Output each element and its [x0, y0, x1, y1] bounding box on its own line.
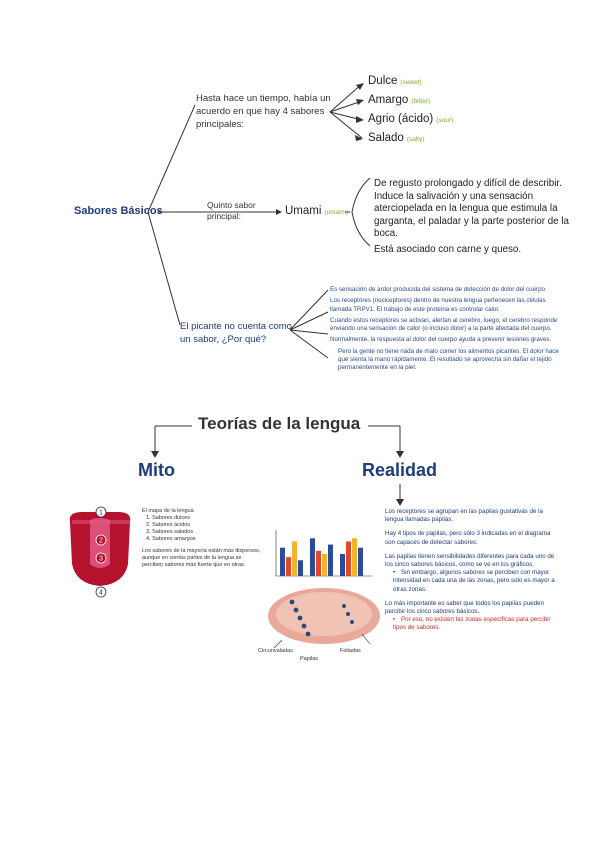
taste-agrio: Agrio (ácido)(sour) [368, 113, 453, 125]
umami-description: De regusto prolongado y difícil de descr… [374, 178, 574, 256]
map-note: Los sabores de la mayoría están más disp… [142, 548, 261, 568]
map-item: 2. Sabores ácidos [146, 522, 191, 528]
papilas-figure: Circunvaladas Foliadas Papilas [258, 520, 382, 662]
realidad-bullet-red: •Por eso, no existen las zonas específic… [393, 616, 551, 632]
tongue-map-illustration: 1 2 3 4 [69, 506, 131, 598]
chart-bar [352, 538, 357, 576]
root-node: Sabores Básicos [74, 205, 163, 217]
spicy-point: Cuando estos receptores se activan, aler… [330, 316, 558, 333]
realidad-bullet-red-text: Por eso, no existen las zonas específica… [393, 616, 551, 632]
chart-bar [286, 557, 291, 576]
intro-text: Hasta hace un tiempo, había un acuerdo e… [196, 93, 331, 130]
realidad-bullet-text: Sin embargo, algunos sabores se perciben… [393, 569, 555, 593]
zone-marker [95, 552, 107, 564]
realidad-paragraph: Las papilas tienen sensibilidades difere… [385, 552, 555, 569]
realidad-bullet: •Sin embargo, algunos sabores se percibe… [393, 569, 555, 593]
umami-desc-line: De regusto prolongado y difícil de descr… [374, 178, 569, 239]
taste-english: (sour) [436, 117, 454, 124]
spicy-point: Es sensación de ardor producida del sist… [330, 286, 547, 293]
zone-label: 3 [99, 556, 103, 563]
tongue-cross-section-illustration [268, 588, 380, 649]
sensitivity-bar-chart [275, 530, 372, 577]
spicy-question: El picante no cuenta como un sabor, ¿Por… [180, 321, 292, 345]
taste-name: Salado [368, 132, 404, 144]
taste-umami: Umami(umami) [285, 205, 348, 217]
chart-bar [340, 554, 345, 576]
teorias-title: Teorías de la lengua [198, 414, 361, 433]
spicy-point: Los receptores (nociceptores) dentro de … [330, 297, 546, 313]
chart-bar [292, 541, 297, 576]
umami-desc-line: Está asociado con carne y queso. [374, 243, 522, 255]
chart-bar [358, 547, 363, 576]
spicy-subpoint: Pero la gente no tiene nada de malo come… [338, 347, 559, 372]
map-item: 4. Sabores amargos [146, 536, 196, 542]
realidad-paragraph: Lo más importante es saber que todos los… [385, 599, 544, 616]
spicy-points: Es sensación de ardor producida del sist… [330, 286, 560, 373]
taste-english: (sweet) [400, 79, 422, 86]
map-item: 1. Sabores dulces [146, 515, 191, 521]
map-title: El mapa de la lengua [142, 508, 194, 514]
realidad-heading: Realidad [362, 460, 438, 480]
zone-label: 4 [99, 590, 103, 597]
chart-bar [328, 544, 333, 576]
taste-name: Amargo [368, 94, 409, 106]
taste-dulce: Dulce(sweet) [368, 75, 422, 87]
zone-label: 2 [99, 538, 103, 545]
figure-label: Papilas [300, 656, 319, 662]
realidad-paragraph: Hay 4 tipos de papilas, pero sólo 3 indi… [385, 530, 551, 546]
spicy-point: Normalmente, la respuesta al dolor del c… [330, 336, 552, 344]
zone-label: 1 [99, 510, 103, 517]
map-item: 3. Sabores salados [146, 529, 194, 535]
taste-english: (bitter) [411, 98, 431, 105]
zone-marker [95, 534, 107, 546]
realidad-text: Los receptores se agrupan en las papilas… [385, 508, 555, 633]
taste-name: Dulce [368, 75, 398, 87]
chart-bar [280, 547, 285, 576]
label-circunvaladas: Circunvaladas [258, 648, 293, 654]
mito-heading: Mito [138, 460, 175, 480]
taste-amargo: Amargo(bitter) [368, 94, 430, 106]
taste-english: (salty) [406, 136, 425, 143]
chart-bar [346, 541, 351, 576]
quinto-label: Quinto sabor principal: [207, 200, 256, 221]
chart-bar [316, 550, 321, 576]
mito-text: El mapa de la lengua 1. Sabores dulces 2… [142, 508, 262, 569]
taste-name: Agrio (ácido) [368, 113, 434, 125]
chart-bar [298, 560, 303, 576]
chart-bar [310, 538, 315, 576]
zone-marker [95, 506, 107, 518]
taste-salado: Salado(salty) [368, 132, 425, 144]
chart-bar [322, 554, 327, 576]
taste-english: (umami) [324, 209, 349, 216]
label-foliadas: Foliadas [340, 648, 361, 654]
zone-marker [95, 586, 107, 598]
realidad-paragraph: Los receptores se agrupan en las papilas… [385, 508, 543, 524]
taste-name: Umami [285, 205, 322, 217]
